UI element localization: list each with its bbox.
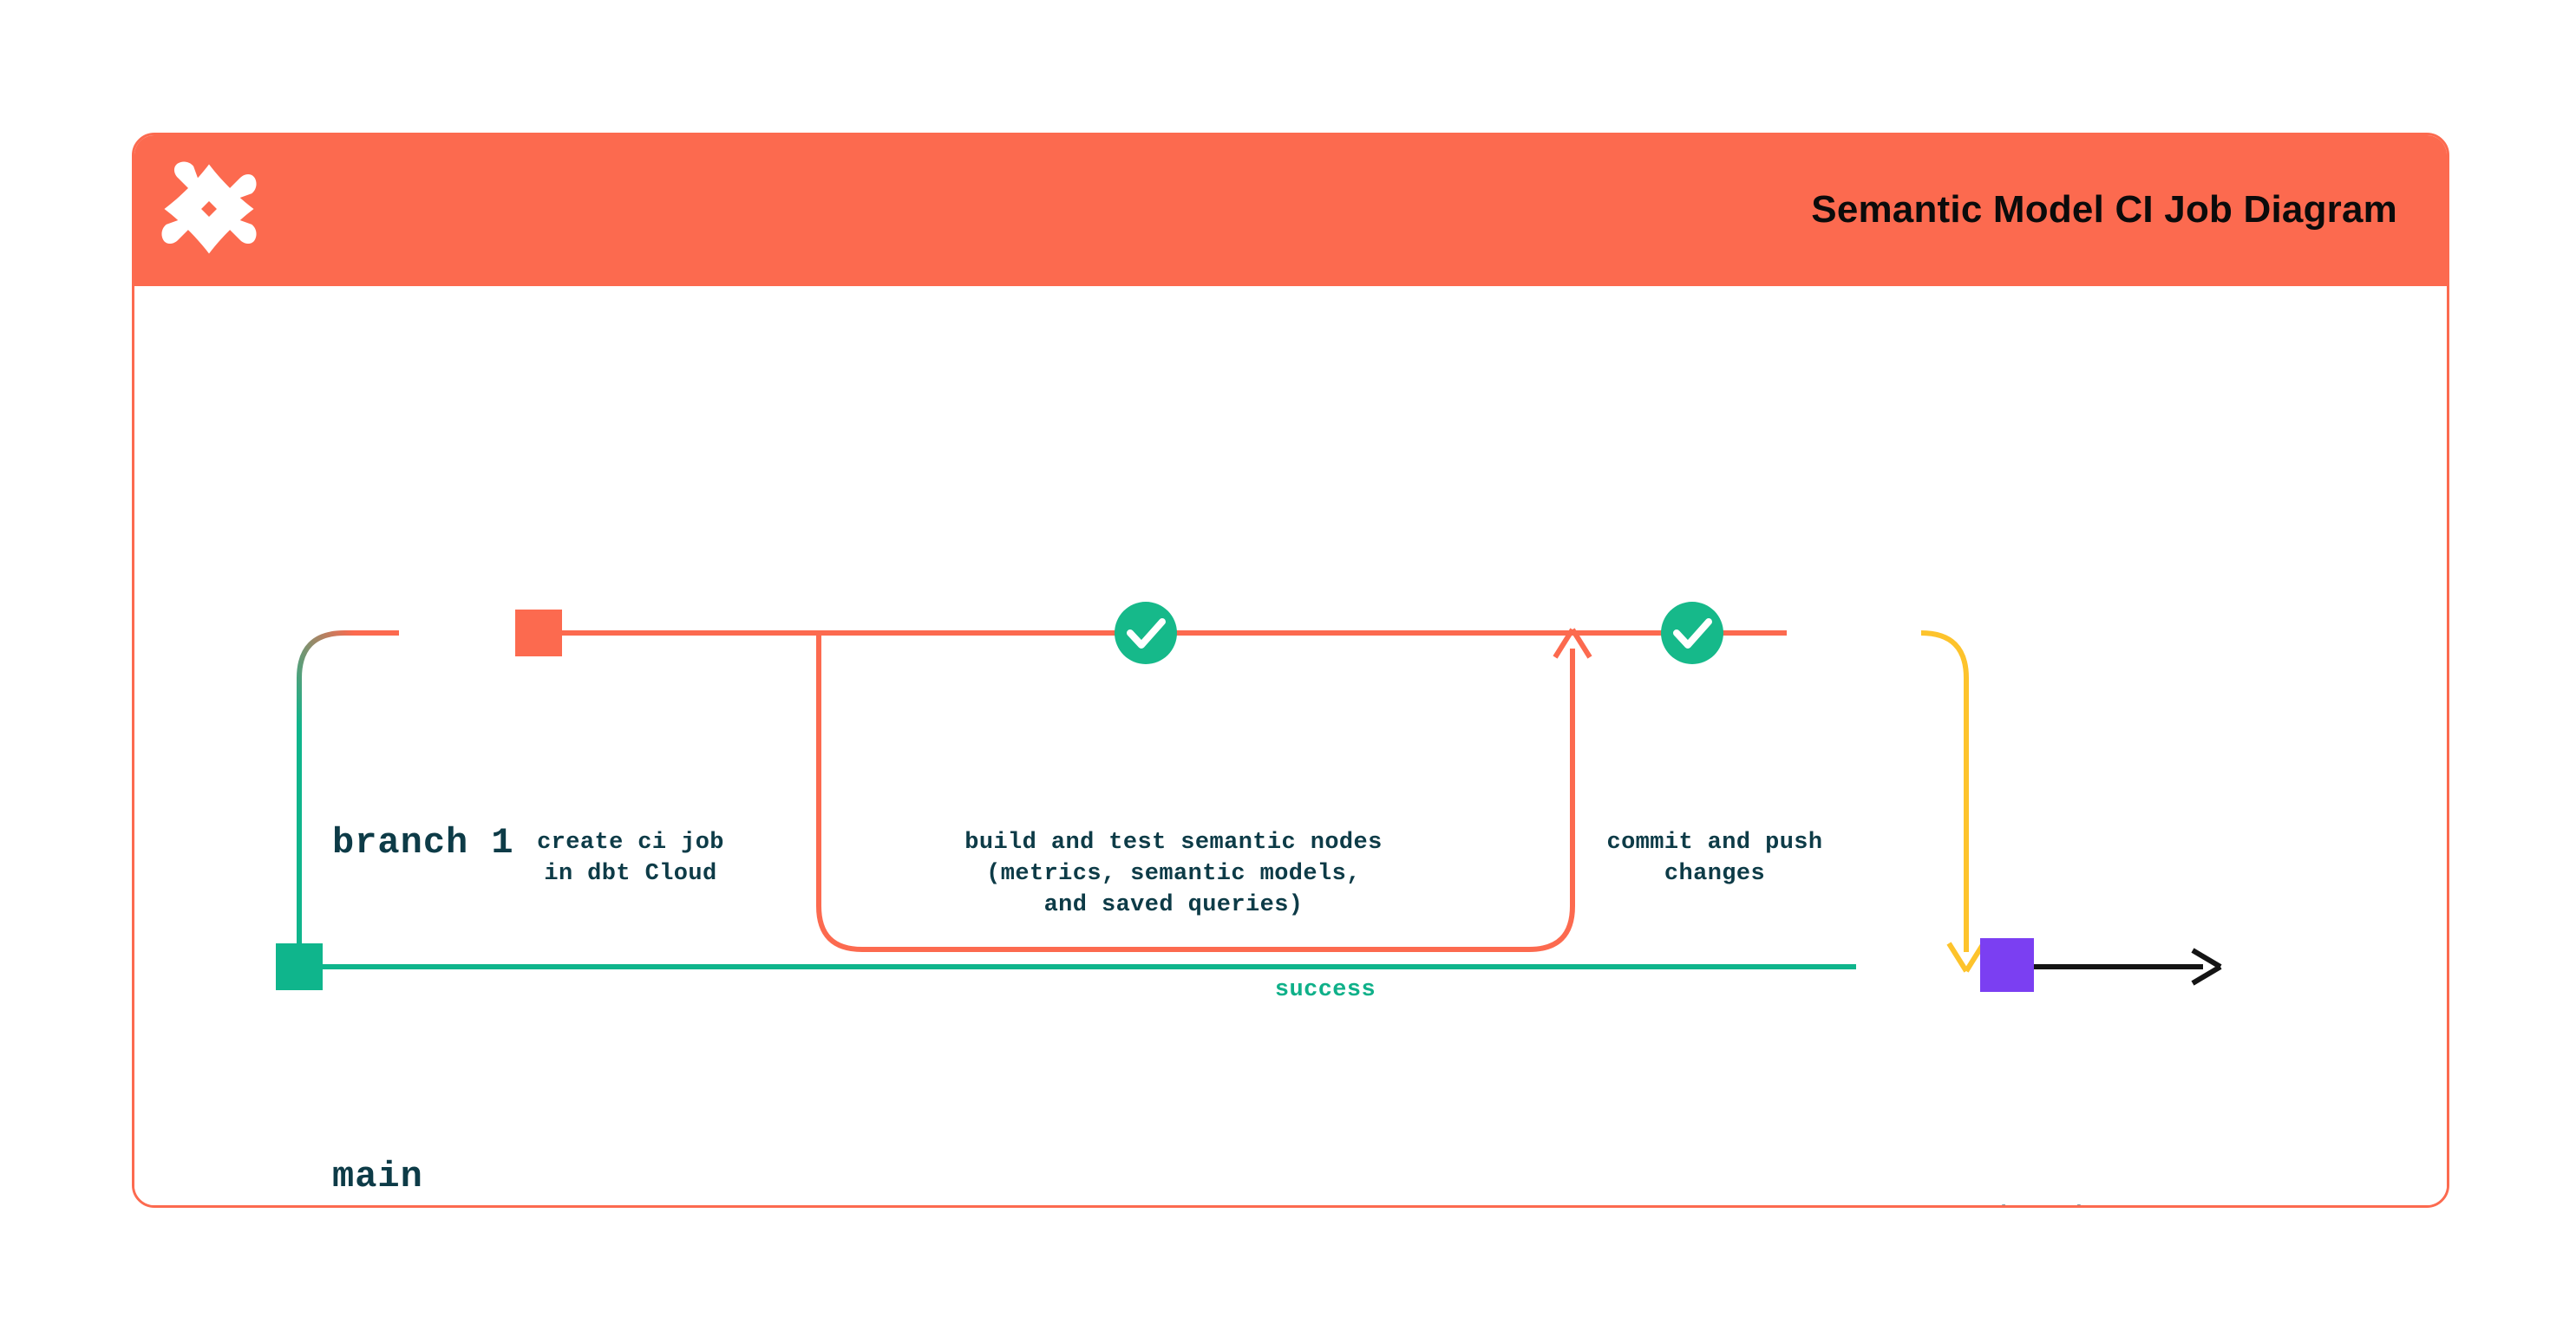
merge-down-edge bbox=[1920, 630, 1969, 952]
node-label-commit-and-push: commit and push changes bbox=[1606, 830, 1823, 887]
node-label-merge-to-main: merge to main and deploy to production bbox=[1704, 1202, 2216, 1205]
diagram-card: Semantic Model CI Job Diagram bbox=[132, 133, 2449, 1208]
lane-label-main: main bbox=[332, 1156, 423, 1197]
page-title: Semantic Model CI Job Diagram bbox=[1811, 187, 2397, 231]
lane-label-branch-1: branch 1 bbox=[332, 822, 514, 864]
commit-marker-merge-to-main[interactable] bbox=[1980, 938, 2034, 992]
check-circle-build-and-test[interactable] bbox=[1115, 602, 1177, 664]
card-body: branch 1 main create ci job in dbt Cloud… bbox=[134, 286, 2447, 1205]
edge-label-success: success bbox=[1244, 977, 1407, 1003]
commit-marker-main-start[interactable] bbox=[276, 943, 323, 990]
branch-out-edge bbox=[297, 630, 399, 967]
card-header: Semantic Model CI Job Diagram bbox=[134, 135, 2447, 286]
node-label-create-ci-job: create ci job in dbt Cloud bbox=[537, 830, 724, 887]
ci-flow-diagram bbox=[276, 602, 2222, 992]
main-continues-arrowhead bbox=[2191, 948, 2222, 986]
node-label-build-and-test: build and test semantic nodes (metrics, … bbox=[964, 830, 1383, 918]
success-loop-arrowhead bbox=[1553, 628, 1592, 659]
success-loop-edge bbox=[816, 636, 1575, 952]
dbt-logo-icon bbox=[160, 160, 258, 258]
commit-marker-create-ci-job[interactable] bbox=[515, 610, 562, 656]
check-circle-commit-and-push[interactable] bbox=[1661, 602, 1723, 664]
